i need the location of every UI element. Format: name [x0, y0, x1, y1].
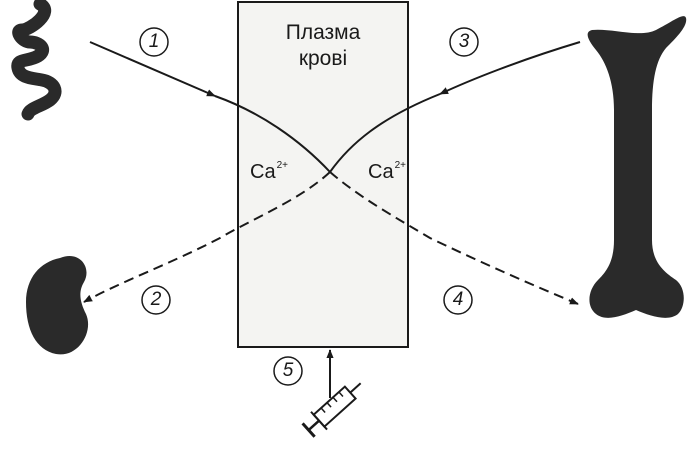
intestine-icon [11, 0, 62, 121]
kidney-icon [26, 256, 89, 355]
path-bone-plasma [329, 93, 441, 173]
syringe-icon [301, 382, 362, 438]
step-circle-3 [449, 27, 479, 57]
plasma-panel [237, 1, 409, 348]
calcium-ion-left: Ca2+ [250, 160, 288, 184]
plasma-title-line1: Плазма [285, 21, 361, 44]
step-circle-1 [139, 27, 169, 57]
step-label-5: 5 [282, 360, 294, 381]
plasma-title-line2: крові [298, 47, 348, 70]
ion-symbol: Ca [368, 161, 394, 183]
bone-icon [587, 16, 687, 318]
arrow-plasma-to-bone [329, 171, 579, 305]
step-circle-2 [141, 285, 171, 315]
step-label-4: 4 [452, 289, 464, 310]
step-circle-4 [443, 285, 473, 315]
arrow-intestine-to-plasma [89, 41, 216, 97]
path-intestine-plasma [214, 95, 331, 173]
step-label-3: 3 [458, 31, 470, 52]
calcium-ion-right: Ca2+ [368, 160, 406, 184]
arrow-plasma-to-kidney [83, 171, 331, 303]
arrow-bone-to-plasma [439, 41, 581, 95]
step-label-2: 2 [150, 289, 162, 310]
ion-charge: 2+ [276, 160, 288, 171]
step-label-1: 1 [148, 31, 160, 52]
ion-charge: 2+ [394, 160, 406, 171]
ion-symbol: Ca [250, 161, 276, 183]
step-circle-5 [273, 356, 303, 386]
